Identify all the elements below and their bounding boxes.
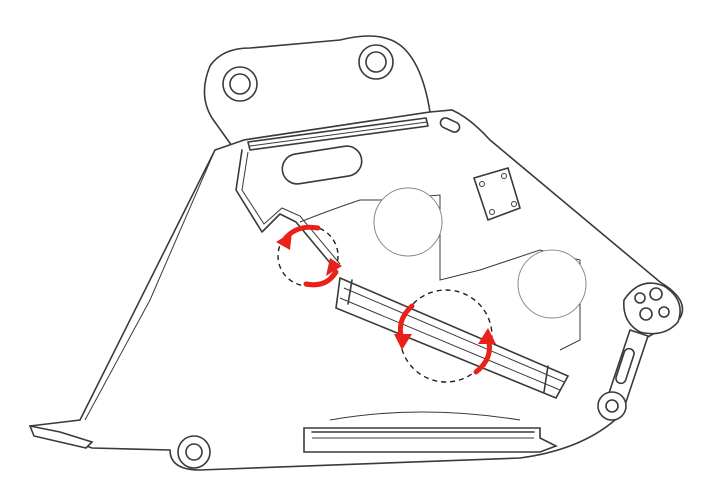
rotation-arrows-icon bbox=[394, 303, 496, 375]
bracket-pin-left bbox=[222, 66, 258, 102]
bucket-tooth-tip bbox=[28, 424, 94, 449]
cylinder-upper bbox=[373, 187, 443, 257]
bottom-cutting-edge bbox=[303, 411, 558, 453]
right-pivot-ear bbox=[623, 282, 681, 335]
bucket-inner-edge bbox=[84, 149, 216, 421]
upper-slot bbox=[281, 145, 363, 185]
inner-side-plate bbox=[299, 194, 581, 351]
top-mounting-bracket bbox=[203, 35, 431, 148]
vertical-link-arm bbox=[597, 328, 650, 421]
rotation-arrows-icon bbox=[276, 224, 342, 288]
bracket-pin-right bbox=[358, 44, 394, 80]
bottom-left-lug bbox=[177, 435, 211, 469]
square-plate bbox=[472, 167, 521, 222]
small-slot bbox=[439, 117, 461, 133]
cylinder-lower bbox=[517, 249, 587, 319]
top-rail bbox=[247, 117, 429, 151]
